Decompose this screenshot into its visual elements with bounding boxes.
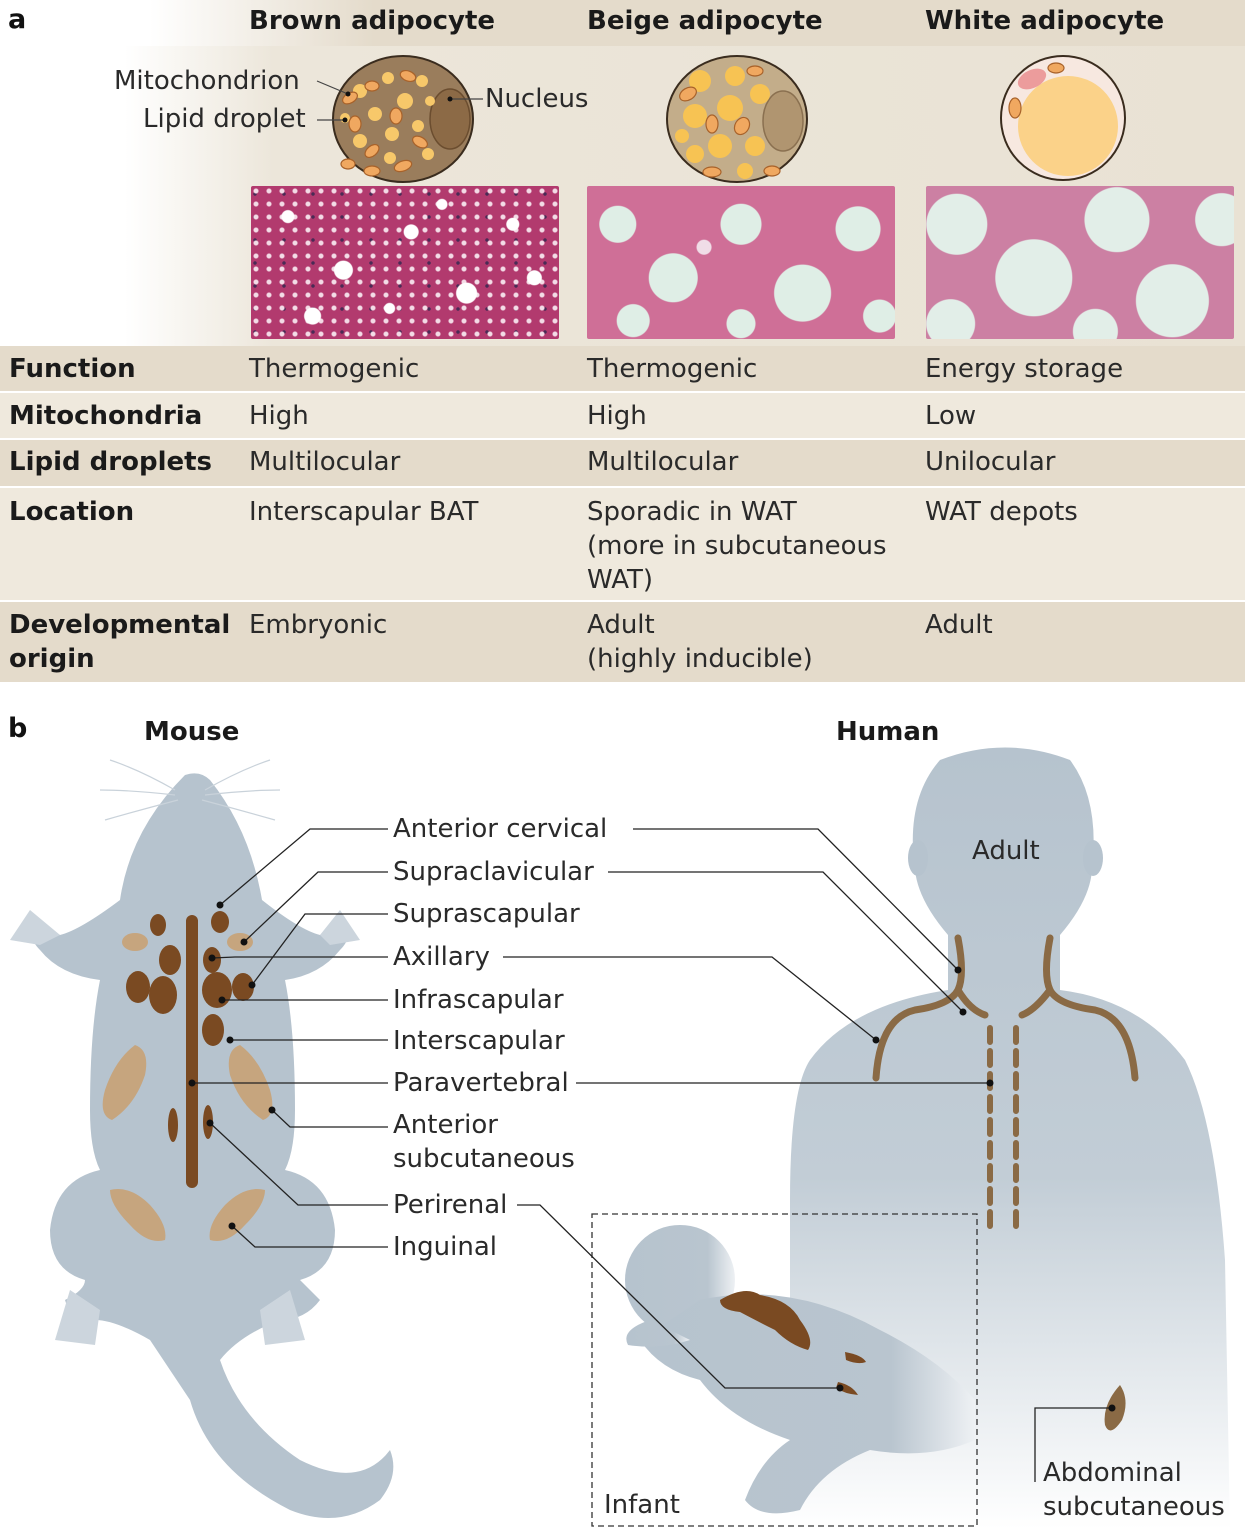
infant-interscapular-fat xyxy=(720,1291,811,1350)
cell-brown-mitochondria: High xyxy=(249,401,309,431)
cell-beige-origin: Adult (highly inducible) xyxy=(587,610,813,674)
leader-lines xyxy=(192,828,1112,1482)
human-bat-depots xyxy=(872,934,1139,1082)
lipid-droplet-label: Lipid droplet xyxy=(143,104,306,134)
depot-perirenal: Perirenal xyxy=(393,1190,508,1220)
cell-brown-location: Interscapular BAT xyxy=(249,497,479,527)
column-header-beige: Beige adipocyte xyxy=(587,6,823,36)
cell-beige-mitochondria: High xyxy=(587,401,647,431)
table-row: Lipid droplets Multilocular Multilocular… xyxy=(0,440,1245,486)
beige-histology-image xyxy=(587,186,895,339)
table-row: Mitochondria High High Low xyxy=(0,393,1245,438)
cell-brown-origin: Embryonic xyxy=(249,610,388,640)
panel-b-letter: b xyxy=(8,713,28,744)
depot-supraclavicular: Supraclavicular xyxy=(393,857,594,887)
human-paravertebral-depots xyxy=(987,1025,1019,1233)
depot-infrascapular: Infrascapular xyxy=(393,985,564,1015)
mitochondrion-label: Mitochondrion xyxy=(114,66,300,96)
column-header-brown: Brown adipocyte xyxy=(249,6,496,36)
row-divider xyxy=(0,600,1245,602)
human-title: Human xyxy=(836,717,940,747)
mouse-title: Mouse xyxy=(144,717,240,747)
row-divider xyxy=(0,486,1245,488)
table-row: Function Thermogenic Thermogenic Energy … xyxy=(0,346,1245,391)
row-label-function: Function xyxy=(9,354,136,384)
depot-anterior-subcutaneous: Anterior subcutaneous xyxy=(393,1110,575,1174)
mouse-brown-depots xyxy=(126,911,254,1188)
cell-white-function: Energy storage xyxy=(925,354,1124,384)
table-row: Developmental origin Embryonic Adult (hi… xyxy=(0,602,1245,682)
abdominal-subcutaneous-label: Abdominal subcutaneous xyxy=(1043,1458,1225,1522)
cell-white-mitochondria: Low xyxy=(925,401,977,431)
table-row: Location Interscapular BAT Sporadic in W… xyxy=(0,488,1245,600)
cell-white-location: WAT depots xyxy=(925,497,1078,527)
row-label-mitochondria: Mitochondria xyxy=(9,401,203,431)
cell-white-lipid: Unilocular xyxy=(925,447,1056,477)
depot-paravertebral: Paravertebral xyxy=(393,1068,569,1098)
column-header-white: White adipocyte xyxy=(925,6,1165,36)
white-histology-image xyxy=(926,186,1234,339)
row-divider xyxy=(0,438,1245,440)
cell-beige-lipid: Multilocular xyxy=(587,447,739,477)
cell-white-origin: Adult xyxy=(925,610,993,640)
row-label-location: Location xyxy=(9,497,135,527)
depot-axillary: Axillary xyxy=(393,942,490,972)
cell-brown-lipid: Multilocular xyxy=(249,447,401,477)
depot-interscapular: Interscapular xyxy=(393,1026,565,1056)
mouse-paws xyxy=(10,910,360,1345)
infant-inset-frame xyxy=(591,1213,978,1527)
row-label-lipid-droplets: Lipid droplets xyxy=(9,447,213,477)
brown-histology-image xyxy=(251,186,559,339)
cell-beige-function: Thermogenic xyxy=(587,354,758,384)
mouse-whiskers xyxy=(99,759,281,821)
mouse-silhouette xyxy=(32,773,394,1518)
adult-label: Adult xyxy=(972,836,1040,866)
nucleus-label: Nucleus xyxy=(485,84,589,114)
depot-suprascapular: Suprascapular xyxy=(393,899,580,929)
infant-label: Infant xyxy=(604,1490,680,1520)
human-adult-silhouette xyxy=(790,747,1230,1529)
row-label-developmental-origin: Developmental origin xyxy=(9,610,231,674)
adipocyte-diagrams xyxy=(316,55,1126,183)
brown-adipocyte-illustration xyxy=(332,55,474,183)
beige-adipocyte-illustration xyxy=(666,55,808,183)
white-adipocyte-illustration xyxy=(1000,55,1126,181)
leader-dots xyxy=(188,901,1116,1412)
cell-brown-function: Thermogenic xyxy=(249,354,420,384)
row-divider xyxy=(0,391,1245,393)
table-header-band xyxy=(0,0,1245,46)
infant-silhouette xyxy=(625,1225,975,1514)
cell-beige-location: Sporadic in WAT (more in subcutaneous WA… xyxy=(587,497,887,595)
panel-a-letter: a xyxy=(8,4,27,35)
depot-anterior-cervical: Anterior cervical xyxy=(393,814,608,844)
depot-inguinal: Inguinal xyxy=(393,1232,497,1262)
